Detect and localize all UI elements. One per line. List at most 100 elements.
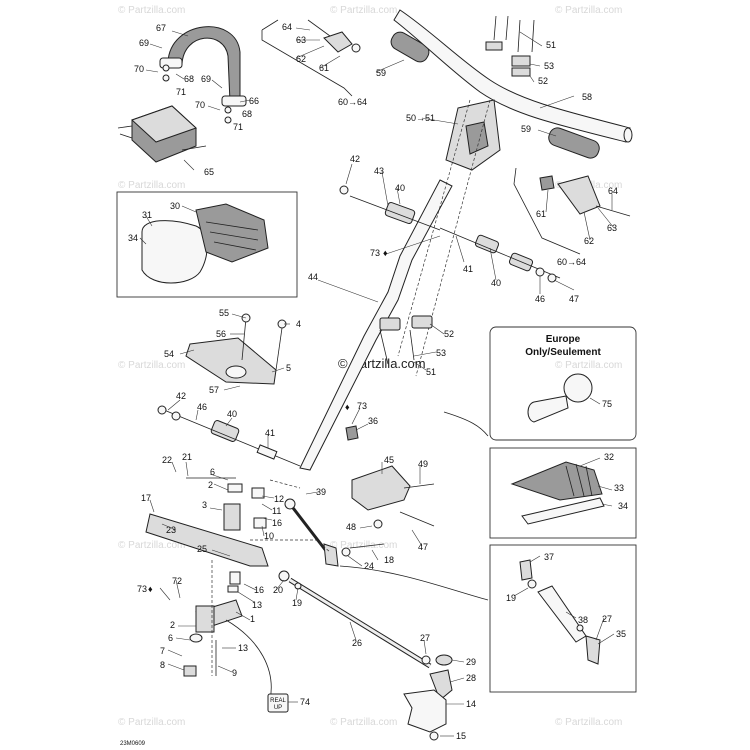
support-bracket-54: [185, 313, 287, 385]
callout-61b: 61: [536, 209, 546, 219]
callout-67: 67: [156, 23, 166, 33]
glue-symbol-73c: ♦: [148, 584, 153, 594]
callout-6a: 6: [210, 467, 215, 477]
riser-bolts: [485, 15, 535, 77]
callout-2b: 2: [170, 620, 175, 630]
callout-65: 65: [204, 167, 214, 177]
boot-box: [489, 447, 637, 539]
watermark-top-right: © Partzilla.com: [555, 5, 622, 16]
watermark-bottom-center: © Partzilla.com: [330, 717, 397, 728]
tag-74-line2: UP: [274, 705, 282, 711]
callout-30: 30: [170, 201, 180, 211]
europe-box-subtitle: Only/Seulement: [525, 347, 601, 358]
callout-22: 22: [162, 455, 172, 465]
callout-8: 8: [160, 660, 165, 670]
callout-50-51: 50→51: [406, 113, 435, 123]
callout-36: 36: [368, 416, 378, 426]
handlebar-pad-65: [117, 105, 207, 163]
callout-66: 66: [249, 96, 259, 106]
callout-74: 74: [300, 697, 310, 707]
callout-56: 56: [216, 329, 226, 339]
callout-64a: 64: [282, 22, 292, 32]
callout-72: 72: [172, 576, 182, 586]
callout-32: 32: [604, 452, 614, 462]
handlebar-cover-assembly: [159, 26, 247, 124]
callout-60-64a: 60→64: [338, 97, 367, 107]
callout-71b: 71: [233, 122, 243, 132]
watermark-bottom-left: © Partzilla.com: [118, 717, 185, 728]
callout-19b: 19: [506, 593, 516, 603]
callout-73a: 73: [370, 248, 380, 258]
callout-57: 57: [209, 385, 219, 395]
callout-16b: 16: [254, 585, 264, 595]
left-grip-parts: [307, 19, 430, 63]
callout-60-64b: 60→64: [557, 257, 586, 267]
callout-59a: 59: [376, 68, 386, 78]
callout-labels: 67 69 70 68 71 69 70 66 68 71 65 64 63 6…: [128, 22, 628, 741]
callout-63a: 63: [296, 35, 306, 45]
callout-10: 10: [264, 531, 274, 541]
callout-35: 35: [616, 629, 626, 639]
lower-fitting: [403, 689, 447, 741]
callout-54: 54: [164, 349, 174, 359]
watermark-low-left: © Partzilla.com: [118, 540, 185, 551]
upper-left-linkage: [339, 185, 441, 231]
lower-pivot-stack: [183, 560, 243, 677]
callout-42b: 42: [176, 391, 186, 401]
callout-33: 33: [614, 483, 624, 493]
callout-31: 31: [142, 210, 152, 220]
callout-61a: 61: [319, 63, 329, 73]
callout-14: 14: [466, 699, 476, 709]
tag-74: REAL UP: [267, 693, 289, 713]
callout-39: 39: [316, 487, 326, 497]
callout-4: 4: [296, 319, 301, 329]
callout-24: 24: [364, 561, 374, 571]
routing-lines: [225, 411, 489, 701]
callout-55: 55: [219, 308, 229, 318]
callout-68a: 68: [184, 74, 194, 84]
callout-12: 12: [274, 494, 284, 504]
callout-40b: 40: [491, 278, 501, 288]
callout-5: 5: [286, 363, 291, 373]
callout-40a: 40: [395, 183, 405, 193]
glue-symbols: ♦ ♦ ♦: [148, 248, 388, 594]
callout-29: 29: [466, 657, 476, 667]
callout-63b: 63: [607, 223, 617, 233]
callout-19a: 19: [292, 598, 302, 608]
callout-71a: 71: [176, 87, 186, 97]
callout-43: 43: [374, 166, 384, 176]
callout-62a: 62: [296, 54, 306, 64]
callout-51b: 51: [426, 367, 436, 377]
callout-9: 9: [232, 668, 237, 678]
callout-11: 11: [272, 506, 281, 516]
callout-37: 37: [544, 552, 554, 562]
leader-lines: [139, 27, 615, 737]
callout-73b: 73: [357, 401, 367, 411]
steering-arm-plate: [145, 477, 269, 567]
right-switch-housing: [513, 167, 631, 255]
tag-74-line1: REAL: [270, 698, 286, 704]
callout-26: 26: [352, 638, 362, 648]
callout-42a: 42: [350, 154, 360, 164]
europe-box-title: Europe: [546, 334, 581, 345]
callout-6b: 6: [168, 633, 173, 643]
handlebar-58: [393, 9, 633, 143]
callout-47b: 47: [418, 542, 428, 552]
callout-25: 25: [197, 544, 207, 554]
watermark-center-left: © Partzilla.com: [118, 360, 185, 371]
callout-13b: 13: [238, 643, 248, 653]
callout-27b: 27: [420, 633, 430, 643]
callout-34b: 34: [618, 501, 628, 511]
callout-75: 75: [602, 399, 612, 409]
europe-only-box: Europe Only/Seulement: [489, 326, 637, 441]
drawing-code: 23M0609: [120, 741, 146, 747]
callout-52a: 52: [538, 76, 548, 86]
callout-15: 15: [456, 731, 466, 741]
callout-69b: 69: [201, 74, 211, 84]
boot-inset-box: [116, 191, 298, 298]
callout-7: 7: [160, 646, 165, 656]
callout-28: 28: [466, 673, 476, 683]
callout-20: 20: [273, 585, 283, 595]
callout-18: 18: [384, 555, 394, 565]
